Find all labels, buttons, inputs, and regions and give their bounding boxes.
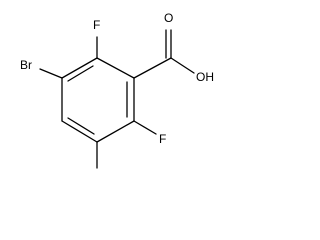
ring-double-bond-c1-c6 xyxy=(67,65,94,82)
bond-c2-carboxyl xyxy=(133,57,172,79)
ring-bond-c6-c1 xyxy=(61,57,98,79)
chemical-structure: Br F O OH F xyxy=(20,11,214,169)
ring-bond-c1-c2 xyxy=(96,57,135,79)
fluorine-top-label: F xyxy=(93,18,100,32)
ring-bond-c4-c5 xyxy=(61,120,98,143)
bromine-label: Br xyxy=(20,58,32,72)
bond-c3-f xyxy=(133,120,157,135)
hydroxyl-label: OH xyxy=(196,70,214,84)
ring-bond-c3-c4 xyxy=(96,120,135,143)
bond-carboxyl-oh xyxy=(170,57,195,74)
bond-c6-br xyxy=(39,68,63,79)
ring-double-bond-c4-c5 xyxy=(67,117,95,135)
fluorine-right-label: F xyxy=(159,132,166,146)
carbonyl-oxygen-label: O xyxy=(164,11,173,25)
